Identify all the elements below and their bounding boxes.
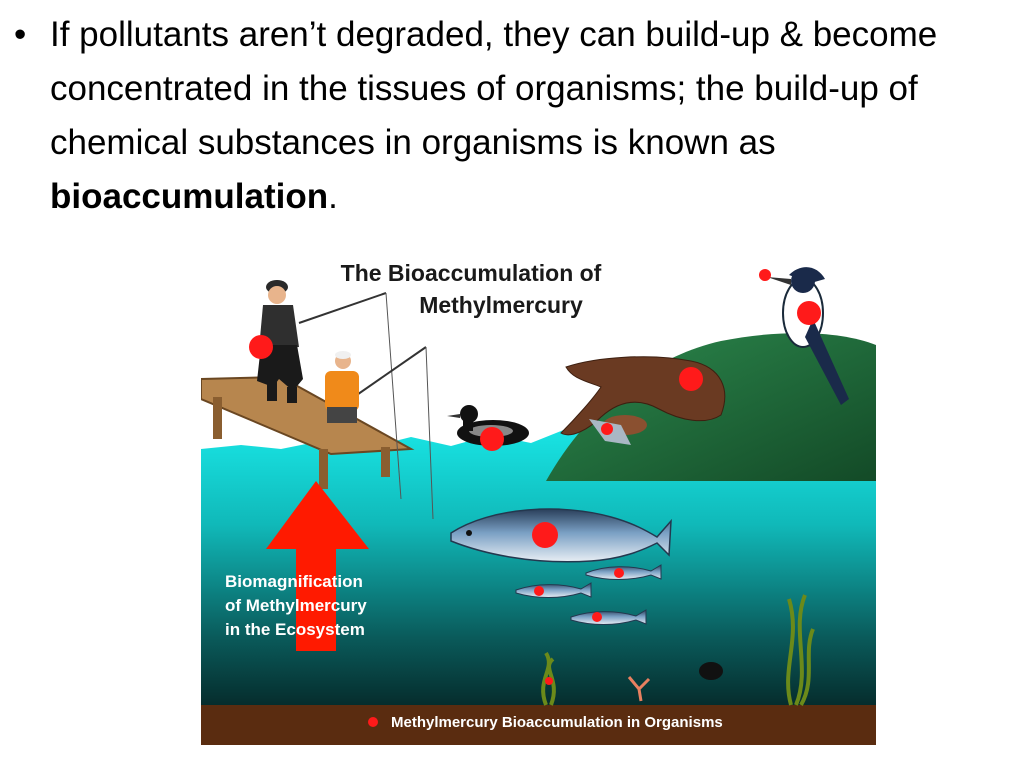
- mercury-marker-small-fish-2: [534, 586, 544, 596]
- legend-text: Methylmercury Bioaccumulation in Organis…: [391, 714, 723, 731]
- bioaccumulation-diagram: The Bioaccumulation of Methylmercury Bio…: [201, 249, 876, 745]
- salmon-icon: [450, 508, 672, 563]
- legend-marker-icon: [368, 717, 378, 727]
- diagram-title-line2: Methylmercury: [419, 292, 583, 318]
- fisherman-icon: [257, 280, 303, 403]
- bullet-text-main: If pollutants aren’t degraded, they can …: [50, 15, 938, 162]
- mercury-marker-kingfisher-prey: [759, 269, 771, 281]
- arrow-label-line1: Biomagnification: [225, 572, 363, 591]
- lake-water: [201, 425, 876, 709]
- mercury-marker-loon: [480, 427, 504, 451]
- diagram-title-line1: The Bioaccumulation of: [341, 260, 602, 286]
- mercury-marker-fisherman: [249, 335, 273, 359]
- fishing-line-2: [425, 346, 434, 520]
- mercury-marker-otter: [679, 367, 703, 391]
- biomagnification-arrow: [266, 481, 369, 651]
- sediment-layer: [201, 705, 876, 745]
- kingfisher-icon: [767, 267, 849, 405]
- bullet-point: • If pollutants aren’t degraded, they ca…: [14, 8, 1014, 224]
- seaweed-icon: [541, 594, 815, 706]
- bullet-text-end: .: [328, 177, 338, 216]
- mercury-marker-small-fish-3: [592, 612, 602, 622]
- mercury-markers: [249, 269, 821, 685]
- fishing-line-1: [385, 292, 402, 500]
- mercury-marker-small-fish-1: [614, 568, 624, 578]
- bullet-text: If pollutants aren’t degraded, they can …: [50, 8, 1014, 224]
- arrow-label-line2: of Methylmercury: [225, 596, 367, 615]
- mercury-marker-salmon: [532, 522, 558, 548]
- child-fisher-icon: [325, 351, 359, 423]
- mercury-marker-seaweed: [545, 677, 553, 685]
- mercury-marker-kingfisher: [797, 301, 821, 325]
- bullet-marker: •: [14, 15, 27, 54]
- mercury-marker-prey: [601, 423, 613, 435]
- fishing-rod-1: [298, 292, 387, 324]
- bioaccumulation-term: bioaccumulation: [50, 177, 329, 216]
- arrow-label-line3: in the Ecosystem: [225, 620, 365, 639]
- diagram-canvas: The Bioaccumulation of Methylmercury Bio…: [201, 249, 876, 745]
- fishing-rod-2: [350, 346, 427, 400]
